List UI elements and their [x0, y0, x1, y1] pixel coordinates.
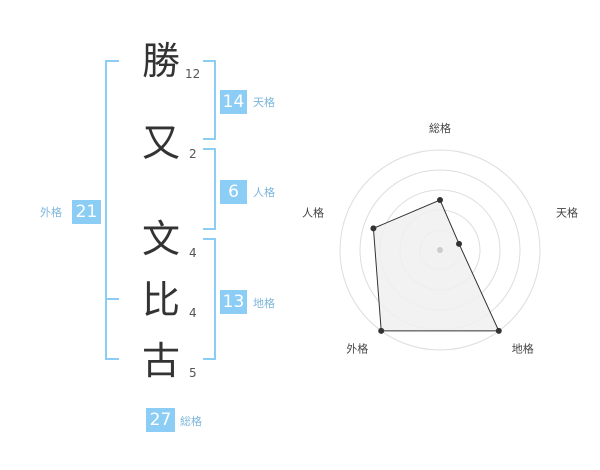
stroke-count-4: 4	[189, 306, 197, 320]
gaikaku-label: 外格	[40, 206, 62, 219]
chikaku-label: 地格	[253, 297, 275, 310]
name-char-5: 古	[141, 339, 180, 383]
radar-point-5	[370, 225, 377, 232]
stroke-count-5: 5	[189, 366, 197, 380]
chikaku-bracket-bottom	[203, 358, 216, 360]
soukaku-value-badge: 27	[146, 408, 175, 432]
stroke-count-2: 2	[189, 147, 197, 161]
jinkaku-label: 人格	[253, 186, 275, 199]
radar-axis-label: 総格	[429, 121, 451, 135]
soukaku-label: 総格	[180, 415, 202, 428]
tenkaku-bracket-top	[203, 60, 216, 62]
chikaku-bracket-vertical	[214, 238, 216, 360]
stroke-count-1: 12	[185, 67, 201, 81]
tenkaku-bracket-bottom	[203, 138, 216, 140]
chikaku-bracket-top	[203, 238, 216, 240]
jinkaku-value-badge: 6	[220, 180, 247, 204]
radar-center-point	[437, 247, 443, 253]
tenkaku-value-badge: 14	[220, 90, 247, 114]
stroke-count-3: 4	[189, 246, 197, 260]
name-char-1: 勝	[141, 39, 180, 83]
name-char-2: 又	[141, 121, 180, 165]
radar-axis-label: 外格	[346, 342, 368, 356]
tenkaku-label: 天格	[253, 96, 275, 109]
radar-point-2	[456, 240, 463, 247]
name-char-3: 文	[141, 217, 180, 261]
radar-axis-label: 人格	[302, 205, 324, 219]
radar-grid-ring	[339, 149, 541, 351]
name-char-4: 比	[141, 278, 180, 322]
chikaku-value-badge: 13	[220, 290, 247, 314]
jinkaku-bracket-bottom	[203, 228, 216, 230]
jinkaku-bracket-vertical	[214, 148, 216, 230]
gaikaku-bracket-vertical	[105, 60, 107, 360]
gaikaku-value-badge: 21	[72, 200, 101, 224]
radar-axis-label: 地格	[512, 342, 534, 356]
radar-data-polygon	[372, 199, 500, 332]
gaikaku-bracket-bottom	[105, 358, 119, 360]
jinkaku-bracket-top	[203, 148, 216, 150]
radar-point-3	[495, 327, 502, 334]
radar-point-1	[437, 197, 443, 203]
gaikaku-bracket-top	[105, 60, 119, 62]
tenkaku-bracket-vertical	[214, 60, 216, 140]
radar-axis-label: 天格	[556, 205, 578, 219]
radar-point-4	[378, 327, 385, 334]
gaikaku-bracket-mid	[105, 298, 119, 300]
